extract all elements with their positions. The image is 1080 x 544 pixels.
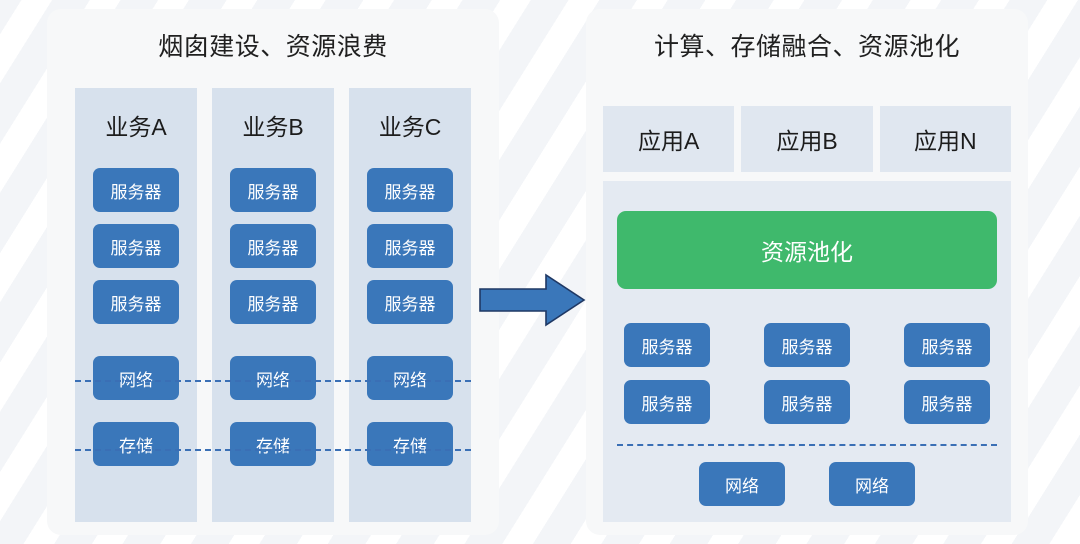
compute-network-divider <box>75 380 471 382</box>
business-column-a-servers: 服务器 服务器 服务器 <box>93 168 179 336</box>
network-chip[interactable]: 网络 <box>93 356 179 400</box>
business-column-c-storage: 存储 <box>367 422 453 466</box>
application-row: 应用A 应用B 应用N <box>603 106 1011 172</box>
compute-network-divider <box>617 444 997 446</box>
business-columns: 业务A 服务器 服务器 服务器 网络 存储 业务B 服务器 服务器 <box>75 88 471 522</box>
left-panel-title: 烟囱建设、资源浪费 <box>158 33 388 61</box>
application-box-b[interactable]: 应用B <box>741 106 873 172</box>
pooled-server-row: 服务器 服务器 服务器 <box>624 323 990 367</box>
business-column-c[interactable]: 业务C 服务器 服务器 服务器 网络 存储 <box>349 88 471 522</box>
right-panel-title: 计算、存储融合、资源池化 <box>653 33 960 61</box>
business-column-b-storage: 存储 <box>230 422 316 466</box>
business-column-b[interactable]: 业务B 服务器 服务器 服务器 网络 存储 <box>212 88 334 522</box>
pooled-network-row: 网络 网络 <box>603 462 1011 506</box>
network-chip[interactable]: 网络 <box>829 462 915 506</box>
business-column-a-storage: 存储 <box>93 422 179 466</box>
pooled-server-row: 服务器 服务器 服务器 <box>624 380 990 424</box>
business-column-a-network: 网络 <box>93 356 179 400</box>
business-column-c-servers: 服务器 服务器 服务器 <box>367 168 453 336</box>
left-panel-silo: 烟囱建设、资源浪费 业务A 服务器 服务器 服务器 网络 存储 业务B <box>47 9 499 535</box>
storage-chip[interactable]: 存储 <box>367 422 453 466</box>
server-chip[interactable]: 服务器 <box>624 380 710 424</box>
arrow-right-icon <box>479 273 586 327</box>
resource-pool-container: 资源池化 服务器 服务器 服务器 服务器 服务器 服务器 网络 网络 <box>603 181 1011 522</box>
business-column-a-header: 业务A <box>105 114 167 140</box>
server-chip[interactable]: 服务器 <box>764 380 850 424</box>
server-chip[interactable]: 服务器 <box>230 224 316 268</box>
business-column-b-servers: 服务器 服务器 服务器 <box>230 168 316 336</box>
network-chip[interactable]: 网络 <box>230 356 316 400</box>
business-column-b-network: 网络 <box>230 356 316 400</box>
server-chip[interactable]: 服务器 <box>367 280 453 324</box>
storage-chip[interactable]: 存储 <box>230 422 316 466</box>
storage-chip[interactable]: 存储 <box>93 422 179 466</box>
server-chip[interactable]: 服务器 <box>904 323 990 367</box>
application-box-a[interactable]: 应用A <box>603 106 735 172</box>
transition-arrow <box>478 273 586 327</box>
pooled-server-grid: 服务器 服务器 服务器 服务器 服务器 服务器 <box>624 323 990 424</box>
server-chip[interactable]: 服务器 <box>367 224 453 268</box>
right-panel-pooled: 计算、存储融合、资源池化 应用A 应用B 应用N 资源池化 服务器 服务器 服务… <box>586 9 1028 535</box>
network-chip[interactable]: 网络 <box>699 462 785 506</box>
application-box-n[interactable]: 应用N <box>879 106 1011 172</box>
server-chip[interactable]: 服务器 <box>230 168 316 212</box>
network-storage-divider <box>75 449 471 451</box>
server-chip[interactable]: 服务器 <box>367 168 453 212</box>
business-column-c-header: 业务C <box>378 114 442 140</box>
server-chip[interactable]: 服务器 <box>93 168 179 212</box>
server-chip[interactable]: 服务器 <box>904 380 990 424</box>
network-chip[interactable]: 网络 <box>367 356 453 400</box>
business-column-c-network: 网络 <box>367 356 453 400</box>
resource-pool-block[interactable]: 资源池化 <box>617 211 997 289</box>
server-chip[interactable]: 服务器 <box>624 323 710 367</box>
server-chip[interactable]: 服务器 <box>764 323 850 367</box>
business-column-b-header: 业务B <box>242 114 304 140</box>
server-chip[interactable]: 服务器 <box>93 280 179 324</box>
server-chip[interactable]: 服务器 <box>230 280 316 324</box>
server-chip[interactable]: 服务器 <box>93 224 179 268</box>
business-column-a[interactable]: 业务A 服务器 服务器 服务器 网络 存储 <box>75 88 197 522</box>
